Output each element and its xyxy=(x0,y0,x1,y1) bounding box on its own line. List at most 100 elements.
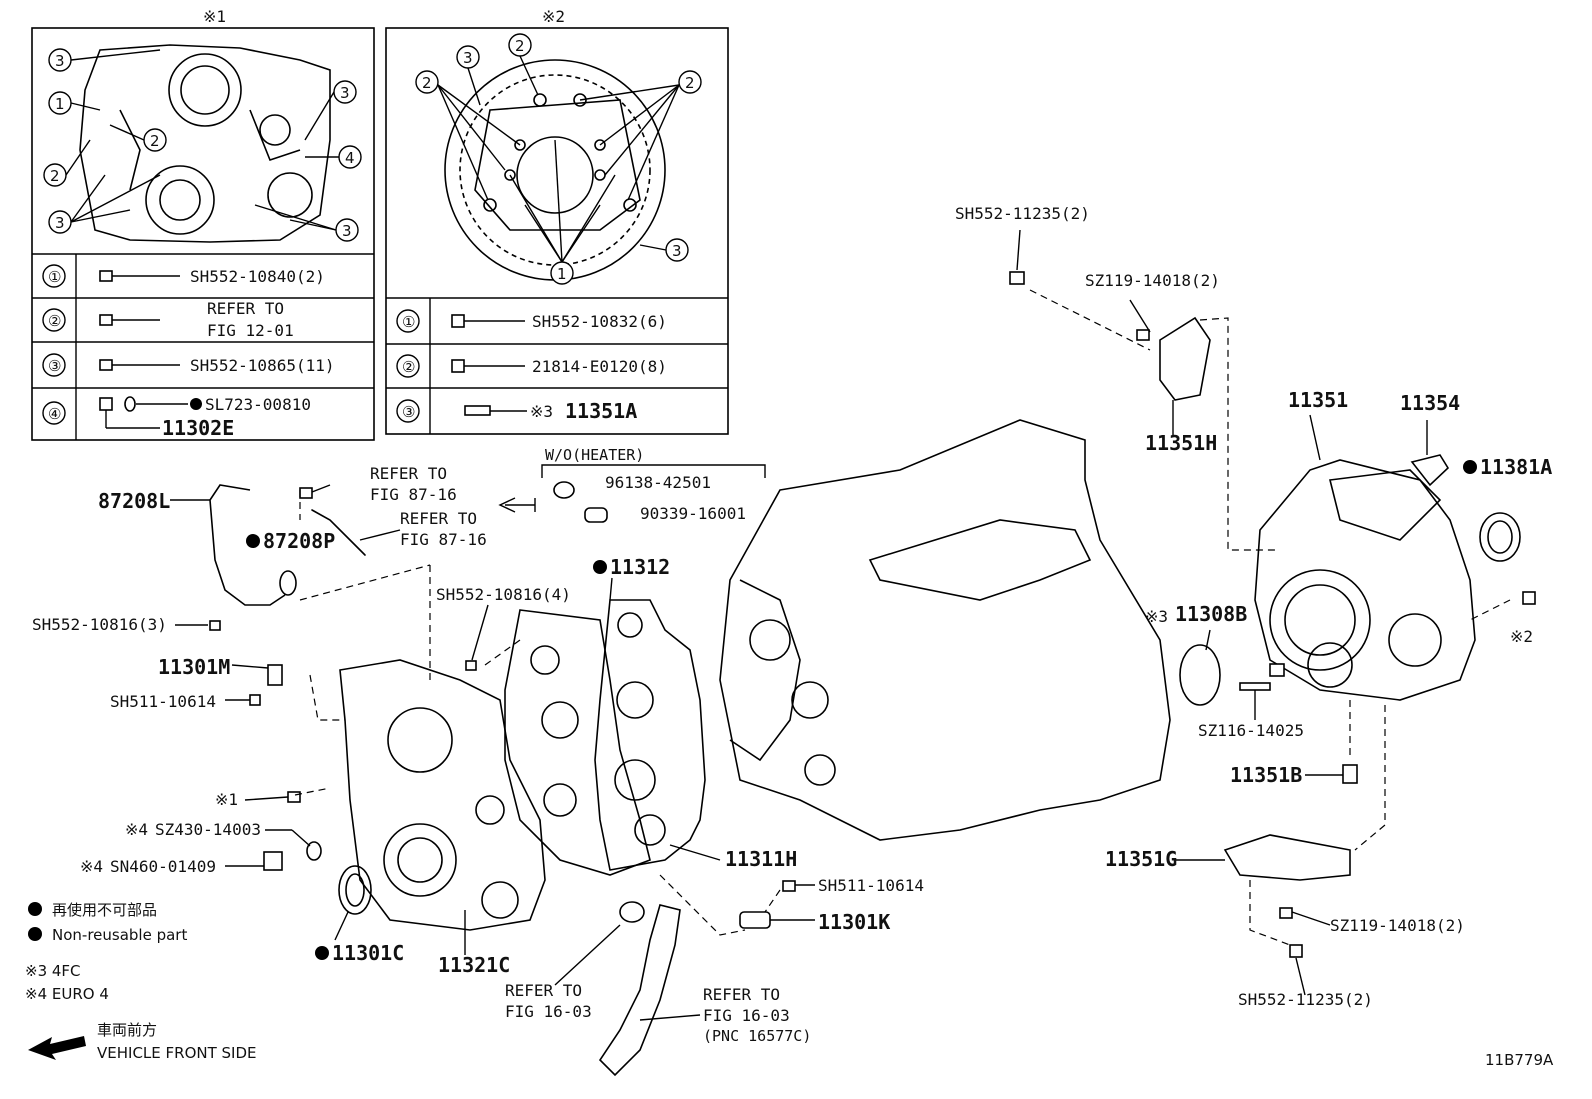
timing-case-11321C xyxy=(339,659,546,931)
engine-block-sketch xyxy=(719,419,1171,841)
svg-text:2: 2 xyxy=(685,74,695,92)
label-11351G: 11351G xyxy=(1105,847,1177,871)
sensor-11301K xyxy=(739,911,771,929)
legend-note-3: ※3 4FC xyxy=(25,962,81,980)
inset-2-mark: ※2 xyxy=(542,7,565,26)
inset-2-row-1: ① SH552-10832(6) xyxy=(396,309,667,333)
oil-seal-11301C xyxy=(338,865,372,915)
label-sh552-11235-bot: SH552-11235(2) xyxy=(1238,990,1373,1009)
bracket-11351G xyxy=(1223,834,1351,881)
refer-87-16-b: REFER TO xyxy=(400,509,477,528)
inset-2-row-2: ② 21814-E0120(8) xyxy=(396,354,667,378)
part-number: 21814-E0120(8) xyxy=(532,357,667,376)
note-mark-1: ※1 xyxy=(215,790,238,809)
inset-1-row-1: ① SH552-10840(2) xyxy=(42,264,325,288)
label-sz430: SZ430-14003 xyxy=(155,820,261,839)
label-sz119-bot: SZ119-14018(2) xyxy=(1330,916,1465,935)
hose-87208L xyxy=(209,484,286,606)
legend: 再使用不可部品 Non-reusable part ※3 4FC ※4 EURO… xyxy=(25,901,1554,1069)
label-11354: 11354 xyxy=(1400,391,1460,415)
svg-text:3: 3 xyxy=(55,52,65,70)
label-sn460: SN460-01409 xyxy=(110,857,216,876)
label-96138: 96138-42501 xyxy=(605,473,711,492)
label-11311H: 11311H xyxy=(725,847,797,871)
inset-1-callouts: 3 1 2 2 3 3 4 3 xyxy=(43,48,362,242)
inset-2-frame xyxy=(385,27,729,435)
svg-text:④: ④ xyxy=(48,405,61,423)
svg-text:3: 3 xyxy=(342,222,352,240)
part-number: SH552-10832(6) xyxy=(532,312,667,331)
legend-non-reusable-en: Non-reusable part xyxy=(52,926,187,944)
timing-case-sketch xyxy=(79,44,331,243)
svg-text:2: 2 xyxy=(50,167,60,185)
label-sz119-top: SZ119-14018(2) xyxy=(1085,271,1220,290)
svg-text:①: ① xyxy=(48,268,61,286)
non-reusable-dot-icon xyxy=(28,902,42,916)
label-90339: 90339-16001 xyxy=(640,504,746,523)
label-sh552-10816-3: SH552-10816(3) xyxy=(32,615,167,634)
flywheel-housing-sketch xyxy=(444,59,666,281)
label-sh552-10816-4: SH552-10816(4) xyxy=(436,585,571,604)
svg-text:①: ① xyxy=(402,313,415,331)
label-11308B: 11308B xyxy=(1175,602,1247,626)
refer-87-16-a2: FIG 87-16 xyxy=(370,485,457,504)
gasket-11312 xyxy=(594,599,706,871)
svg-text:3: 3 xyxy=(463,49,473,67)
label-11301K: 11301K xyxy=(818,910,890,934)
bracket-11351H xyxy=(1159,316,1211,401)
label-sh511-10614-a: SH511-10614 xyxy=(110,692,216,711)
label-11301C: 11301C xyxy=(332,941,404,965)
label-sh511-10614-b: SH511-10614 xyxy=(818,876,924,895)
svg-text:2: 2 xyxy=(515,37,525,55)
part-number: SH552-10865(11) xyxy=(190,356,335,375)
note-mark-3: ※3 xyxy=(1145,607,1168,626)
inset-1-row-4: ④ SL723-00810 11302E xyxy=(42,395,311,440)
legend-note-4: ※4 EURO 4 xyxy=(25,985,109,1003)
label-11321C: 11321C xyxy=(438,953,510,977)
svg-text:4: 4 xyxy=(345,149,355,167)
refer-line-2: FIG 12-01 xyxy=(207,321,294,340)
label-87208P: 87208P xyxy=(263,529,335,553)
label-11351: 11351 xyxy=(1288,388,1348,412)
label-11351H: 11351H xyxy=(1145,431,1217,455)
label-11351B: 11351B xyxy=(1230,763,1302,787)
arrow-left-icon xyxy=(28,1036,86,1060)
refer-87-16-b2: FIG 87-16 xyxy=(400,530,487,549)
note-mark: ※3 xyxy=(530,402,553,421)
legend-front-en: VEHICLE FRONT SIDE xyxy=(97,1044,257,1062)
cap-11354 xyxy=(1410,454,1450,487)
refer-16-03-a2: FIG 16-03 xyxy=(505,1002,592,1021)
svg-text:1: 1 xyxy=(55,95,65,113)
inset-2: ※2 2 3 2 2 xyxy=(385,7,729,435)
o-ring-11308B xyxy=(1179,644,1221,706)
label-wo-heater: W/O(HEATER) xyxy=(545,446,644,464)
part-number: 11351A xyxy=(565,399,637,423)
refer-16-03-b2: FIG 16-03 xyxy=(703,1006,790,1025)
inset-1-row-3: ③ SH552-10865(11) xyxy=(42,353,335,377)
note-mark-4b: ※4 xyxy=(80,857,103,876)
label-sh552-11235-top: SH552-11235(2) xyxy=(955,204,1090,223)
svg-text:②: ② xyxy=(402,358,415,376)
inset-1-frame xyxy=(31,27,375,441)
refer-16-03-pnc: (PNC 16577C) xyxy=(703,1027,811,1045)
label-sz116: SZ116-14025 xyxy=(1198,721,1304,740)
refer-87-16-a: REFER TO xyxy=(370,464,447,483)
inset-1-mark: ※1 xyxy=(203,7,226,26)
figure-id: 11B779A xyxy=(1485,1051,1554,1069)
label-11301M: 11301M xyxy=(158,655,230,679)
refer-line-1: REFER TO xyxy=(207,299,284,318)
refer-16-03-a: REFER TO xyxy=(505,981,582,1000)
part-number: 11302E xyxy=(162,416,234,440)
svg-text:②: ② xyxy=(48,312,61,330)
legend-front-ja: 車両前方 xyxy=(97,1021,157,1039)
svg-text:3: 3 xyxy=(672,242,682,260)
inset-2-row-3: ③ ※3 11351A xyxy=(396,399,637,423)
inset-1-row-2: ② REFER TO FIG 12-01 xyxy=(42,299,294,340)
plate-11311H xyxy=(504,609,651,876)
legend-non-reusable-ja: 再使用不可部品 xyxy=(52,901,157,919)
part-number: SH552-10840(2) xyxy=(190,267,325,286)
part-number: SL723-00810 xyxy=(205,395,311,414)
svg-text:③: ③ xyxy=(48,357,61,375)
